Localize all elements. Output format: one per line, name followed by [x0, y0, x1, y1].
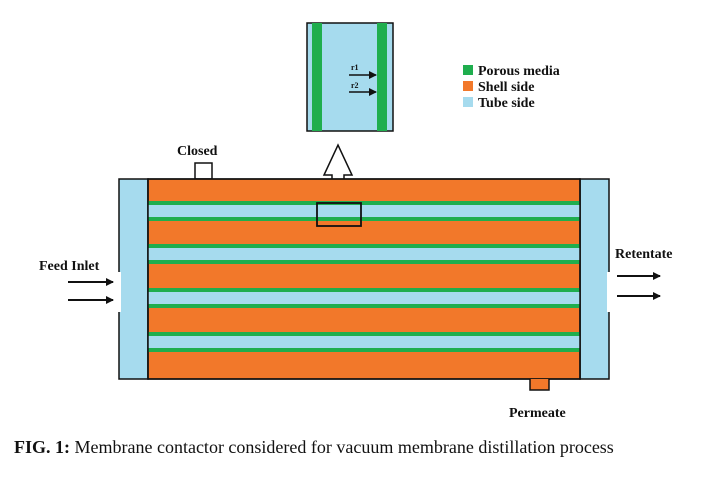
- inlet-opening: [116, 272, 121, 312]
- right-header: [579, 178, 610, 380]
- inset-porous-left: [312, 23, 322, 131]
- label-closed: Closed: [177, 144, 218, 159]
- membrane-module: [116, 178, 612, 380]
- tube-1: [148, 201, 580, 221]
- inset-label-r1: r1: [351, 63, 359, 72]
- inset-label-r2: r2: [351, 81, 359, 90]
- outlet-opening: [607, 272, 612, 312]
- inset-porous-right: [377, 23, 387, 131]
- tube-4: [148, 332, 580, 352]
- inset-zoom-view: r1 r2: [306, 22, 394, 132]
- legend-label-tube: Tube side: [478, 96, 535, 111]
- label-permeate: Permeate: [509, 406, 566, 421]
- caption-prefix: FIG. 1:: [14, 437, 70, 457]
- legend-swatch-porous: [463, 65, 473, 75]
- legend: Porous media Shell side Tube side: [463, 64, 560, 111]
- legend-swatch-shell: [463, 81, 473, 91]
- legend-label-porous: Porous media: [478, 64, 560, 79]
- closed-port: [194, 162, 213, 180]
- left-header: [118, 178, 149, 380]
- tube-3: [148, 288, 580, 308]
- legend-label-shell: Shell side: [478, 80, 534, 95]
- figure-caption: FIG. 1: Membrane contactor considered fo…: [14, 437, 724, 458]
- permeate-port: [529, 379, 550, 391]
- tube-2: [148, 244, 580, 264]
- caption-text: Membrane contactor considered for vacuum…: [70, 437, 614, 457]
- label-retentate: Retentate: [615, 247, 673, 262]
- legend-swatch-tube: [463, 97, 473, 107]
- magnifier-box: [316, 202, 362, 227]
- label-feed-inlet: Feed Inlet: [39, 259, 100, 274]
